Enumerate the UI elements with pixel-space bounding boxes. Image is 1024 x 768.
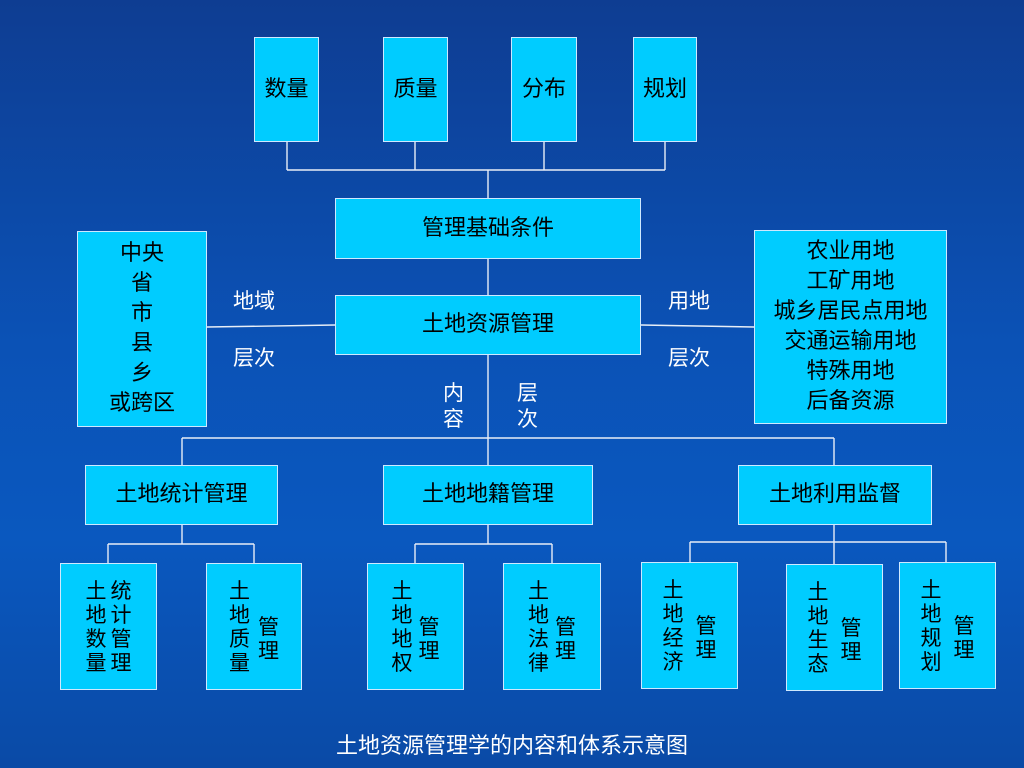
leaf-land-rights: 土 地 地 权 管 理 [367, 563, 464, 690]
label-land-use: 用地 [668, 289, 710, 313]
branch-supervision: 土地利用监督 [738, 465, 932, 525]
figure-caption: 土地资源管理学的内容和体系示意图 [335, 734, 688, 759]
leaf-planning: 土 地 规 划 管 理 [899, 562, 996, 689]
center-box: 土地资源管理 [335, 295, 641, 355]
label-level-left: 层次 [233, 346, 275, 370]
branch-label: 土地地籍管理 [421, 482, 554, 507]
branch-label: 土地利用监督 [768, 482, 901, 507]
leaf-col-1: 土 地 法 律 [528, 578, 549, 675]
basis-label: 管理基础条件 [421, 215, 554, 241]
leaf-col-2: 统 计 管 理 [110, 578, 132, 675]
factor-label: 分布 [521, 76, 566, 102]
factor-label: 质量 [393, 76, 438, 102]
factor-label: 规划 [642, 76, 687, 102]
regional-levels-box: 中央 省 市 县 乡 或跨区 [77, 231, 207, 427]
branch-statistics: 土地统计管理 [85, 465, 278, 525]
leaf-col-1: 土 地 生 态 [807, 579, 829, 676]
land-use-types-box: 农业用地 工矿用地 城乡居民点用地 交通运输用地 特殊用地 后备资源 [754, 230, 947, 424]
leaf-economy: 土 地 经 济 管 理 [641, 562, 738, 689]
leaf-quality: 土 地 质 量 管 理 [206, 563, 302, 690]
leaf-col-2: 管 理 [695, 613, 717, 662]
basis-box: 管理基础条件 [335, 198, 641, 259]
label-content: 内 容 [443, 381, 464, 431]
center-label: 土地资源管理 [421, 312, 554, 337]
factor-label: 数量 [264, 76, 309, 102]
leaf-col-1: 土 地 经 济 [662, 577, 684, 674]
land-use-types-text: 农业用地 工矿用地 城乡居民点用地 交通运输用地 特殊用地 后备资源 [773, 239, 928, 414]
leaf-col-2: 管 理 [953, 613, 975, 662]
label-level-center: 层 次 [517, 381, 538, 431]
factor-box-quality: 质量 [383, 37, 448, 142]
branch-label: 土地统计管理 [115, 482, 248, 507]
leaf-law: 土 地 法 律 管 理 [503, 563, 601, 690]
regional-levels-text: 中央 省 市 县 乡 或跨区 [108, 241, 175, 416]
factor-box-quantity: 数量 [254, 37, 319, 142]
leaf-col-2: 管 理 [418, 614, 440, 663]
leaf-col-1: 土 地 规 划 [920, 577, 942, 674]
label-region: 地域 [233, 289, 275, 313]
branch-cadastre: 土地地籍管理 [383, 465, 593, 525]
factor-box-distribution: 分布 [511, 37, 577, 142]
leaf-col-1: 土 地 质 量 [229, 578, 250, 675]
leaf-col-2: 管 理 [258, 614, 279, 663]
leaf-col-2: 管 理 [840, 615, 862, 664]
leaf-quantity-statistics: 土 地 数 量 统 计 管 理 [60, 563, 157, 690]
leaf-col-1: 土 地 地 权 [391, 578, 413, 675]
label-level-right: 层次 [668, 346, 710, 370]
leaf-col-2: 管 理 [555, 614, 576, 663]
factor-box-planning: 规划 [633, 37, 697, 142]
leaf-col-1: 土 地 数 量 [85, 578, 107, 675]
leaf-ecology: 土 地 生 态 管 理 [786, 564, 883, 691]
